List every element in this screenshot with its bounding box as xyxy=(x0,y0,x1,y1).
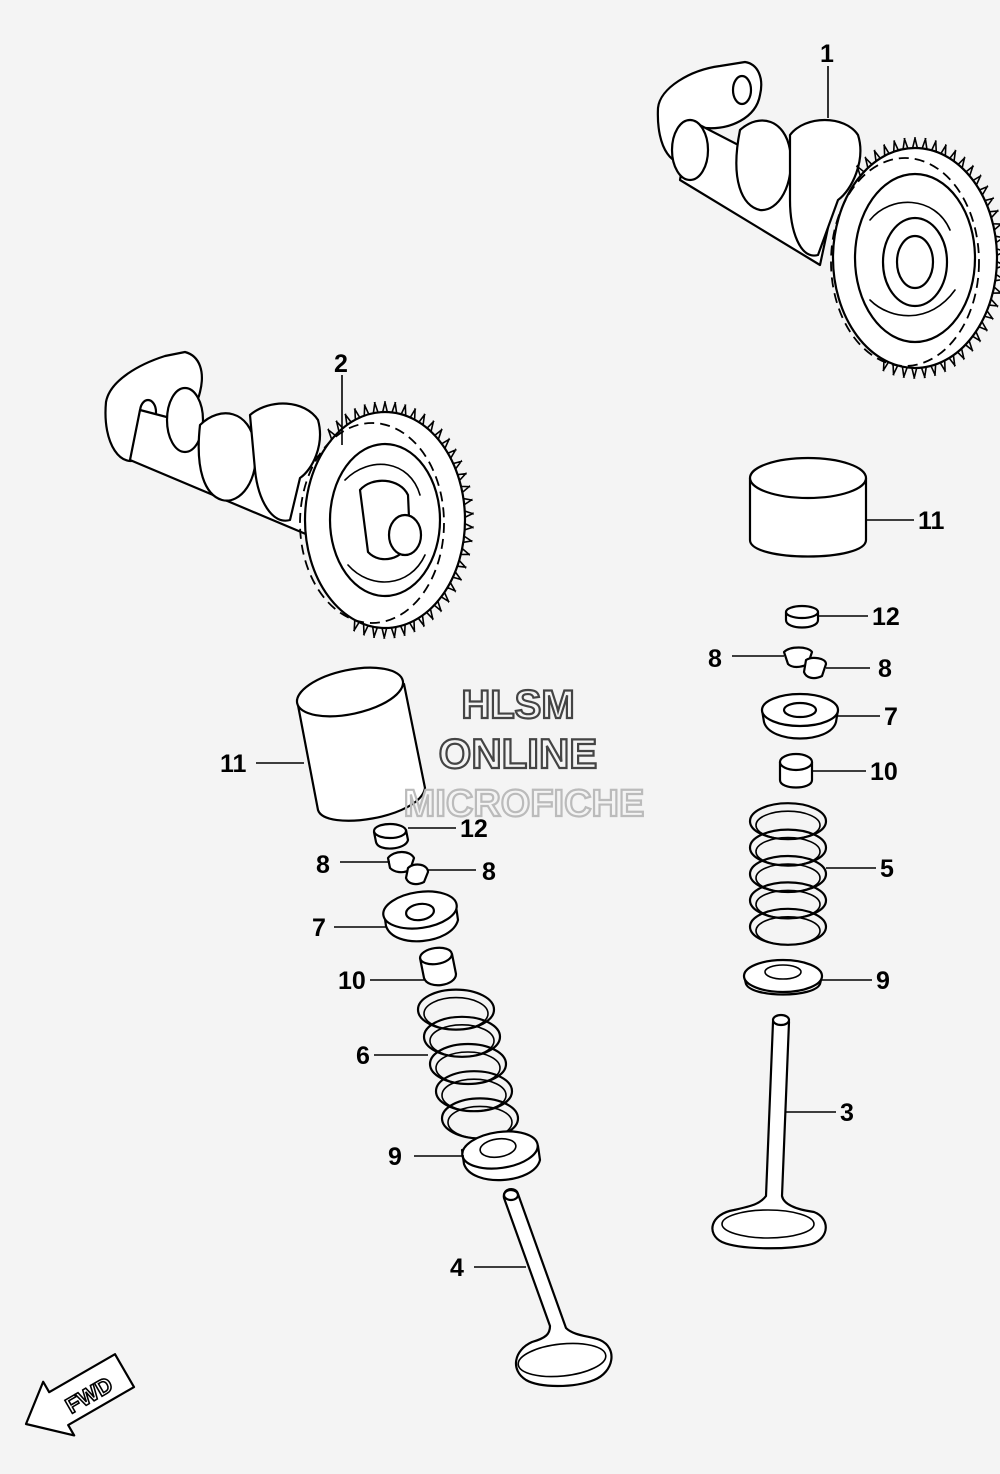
watermark-line3: MICROFICHE xyxy=(404,783,645,825)
callout-9-right: 9 xyxy=(876,967,890,995)
valve-cotter-right xyxy=(782,646,828,680)
callout-7-right: 7 xyxy=(884,703,898,731)
camshaft-2 xyxy=(104,350,474,639)
callout-3: 3 xyxy=(840,1099,854,1127)
valve-shim-right xyxy=(784,604,820,629)
valve-tappet-right xyxy=(748,456,868,558)
watermark-line2: ONLINE xyxy=(439,730,598,777)
callout-6: 6 xyxy=(356,1042,370,1070)
valve-3 xyxy=(711,1013,827,1250)
valve-spring-left xyxy=(416,988,520,1140)
fwd-arrow-icon: FWD xyxy=(24,1353,136,1437)
callout-2: 2 xyxy=(334,350,348,378)
spring-retainer-left xyxy=(382,890,460,943)
valve-spring-right xyxy=(748,802,828,946)
callout-12-right: 12 xyxy=(872,603,900,631)
callout-4: 4 xyxy=(450,1254,464,1282)
callout-11-right: 11 xyxy=(918,507,945,535)
callout-11-left: 11 xyxy=(220,750,247,778)
valve-cotter-left xyxy=(386,850,430,886)
camshaft-1 xyxy=(656,60,1000,379)
valve-stem-seal-left xyxy=(418,946,458,987)
spring-seat-right xyxy=(742,958,824,996)
callout-7-left: 7 xyxy=(312,914,326,942)
callout-10-left: 10 xyxy=(338,967,366,995)
callout-8-right-b: 8 xyxy=(878,655,892,683)
callout-1: 1 xyxy=(820,40,834,68)
watermark-line1: HLSM xyxy=(461,683,574,727)
callout-8-left-b: 8 xyxy=(482,858,496,886)
callout-8-left-a: 8 xyxy=(316,851,330,879)
callout-5: 5 xyxy=(880,855,894,883)
watermark: HLSM ONLINE MICROFICHE xyxy=(403,682,646,826)
callout-8-right-a: 8 xyxy=(708,645,722,673)
callout-12-left: 12 xyxy=(460,815,488,843)
spring-seat-left xyxy=(460,1130,542,1182)
spring-retainer-right xyxy=(760,692,840,740)
callout-10-right: 10 xyxy=(870,758,898,786)
valve-stem-seal-right xyxy=(778,752,814,789)
callout-9-left: 9 xyxy=(388,1143,402,1171)
valve-4 xyxy=(502,1188,613,1388)
valve-tappet-left xyxy=(295,666,427,822)
valve-shim-left xyxy=(372,822,410,850)
